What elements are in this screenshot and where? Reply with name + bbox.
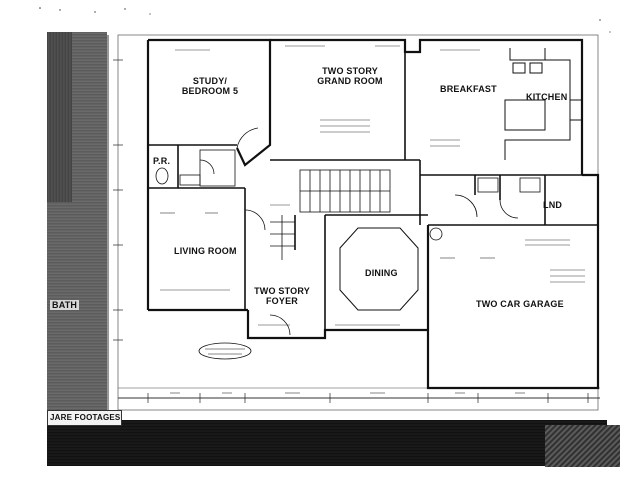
scan-speckles [39,7,611,33]
dimension-annotations [160,45,585,394]
room-label-dining: DINING [365,268,398,278]
dining-octagon [339,227,419,311]
scan-shadow-bottom-right [545,425,620,467]
room-label-garage: TWO CAR GARAGE [476,299,564,309]
room-label-kitchen: KITCHEN [526,92,568,102]
powder-room-fixtures [155,149,236,187]
room-label-breakfast: BREAKFAST [440,84,497,94]
room-label-study-line2: BEDROOM 5 [181,86,239,96]
room-label-study-line1: STUDY/ [192,76,228,86]
square-footages-label: JARE FOOTAGES [50,413,121,422]
room-label-living-room: LIVING ROOM [174,246,237,256]
room-label-foyer: TWO STORY FOYER [252,286,312,306]
scan-shadow-bottom [47,420,607,466]
room-label-grand-room-line1: TWO STORY [322,66,378,76]
stairs [270,169,391,260]
room-label-study: STUDY/ BEDROOM 5 [175,76,245,96]
room-label-foyer-line1: TWO STORY [254,286,310,296]
room-label-powder-room: P.R. [153,156,171,166]
room-label-grand-room: TWO STORY GRAND ROOM [310,66,390,86]
foyer-note-bubble [198,342,252,360]
room-label-laundry: LND [543,200,563,210]
scan-shadow-left-top [47,32,72,202]
room-label-bath: BATH [50,300,80,310]
interior-walls [148,52,598,330]
room-label-grand-room-line2: GRAND ROOM [317,76,383,86]
kitchen-counters [504,48,582,160]
room-label-foyer-line2: FOYER [265,296,298,306]
left-dimension-ticks [113,59,123,341]
kitchen-island [504,99,546,131]
door-swings [199,127,519,336]
laundry-fixtures [429,177,541,241]
bottom-dimension-ticks [147,393,589,403]
square-footages-tab: JARE FOOTAGES [47,410,122,426]
exterior-walls [146,38,600,390]
